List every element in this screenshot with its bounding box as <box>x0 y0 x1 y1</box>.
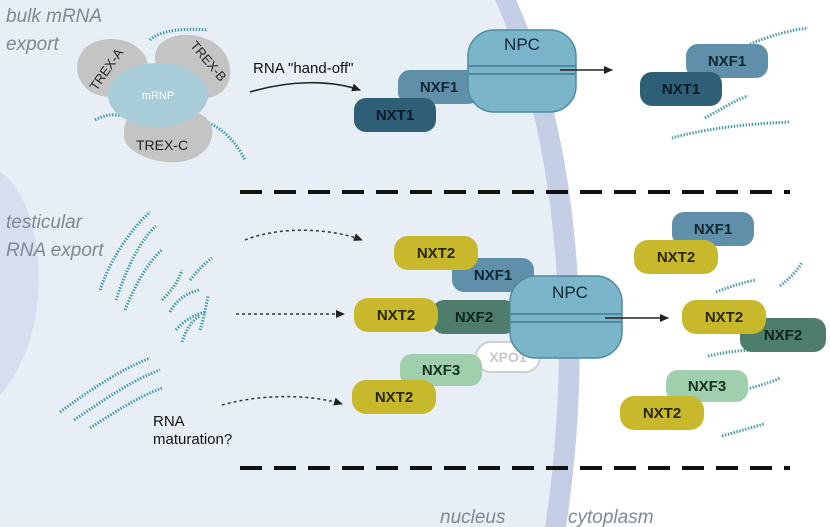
nxf2-protein <box>432 300 516 334</box>
transport-arrow-nxf1 <box>244 229 363 241</box>
rna-strand <box>188 256 213 281</box>
rna-strand <box>59 356 151 414</box>
npc-label: NPC <box>504 35 540 54</box>
rna-strand <box>721 422 765 438</box>
mrnp-core <box>108 63 208 127</box>
trex-complex: mRNP TREX-A TREX-B TREX-C <box>77 27 247 163</box>
rna-strand <box>114 224 158 301</box>
maturation-label: RNA maturation? <box>153 413 232 448</box>
handoff-arrow <box>249 81 361 93</box>
nuclear-envelope <box>495 0 580 527</box>
nxt2-label: NXT2 <box>657 249 695 266</box>
rna-strand <box>98 210 152 291</box>
nxt2-protein <box>352 380 436 414</box>
nxf3-label: NXF3 <box>688 378 726 395</box>
rna-strand <box>199 118 247 161</box>
rna-strand <box>89 386 163 430</box>
cytoplasm-heterodimers: NXF1 NXT2 NXF2 NXT2 NXF3 NXT2 <box>620 212 826 438</box>
testicular-export-label: testicular RNA export <box>6 212 104 261</box>
nxf3-protein <box>666 370 748 402</box>
top-npc-group: NXF1 NXT1 NPC <box>354 29 613 132</box>
nxf1-label: NXF1 <box>694 221 732 238</box>
nxt1-protein <box>640 72 722 106</box>
nxt2-label: NXT2 <box>375 389 413 406</box>
nxf3-protein <box>400 354 482 386</box>
nxt2-label: NXT2 <box>417 245 455 262</box>
transport-arrow-nxf3 <box>221 395 343 406</box>
nxf3-label: NXF3 <box>422 362 460 379</box>
nucleolus-region <box>0 172 39 395</box>
nxt1-label: NXT1 <box>376 107 414 124</box>
nxf1-protein <box>686 44 768 78</box>
bulk-export-label: bulk mRNA export <box>6 6 107 55</box>
nxt2-label: NXT2 <box>643 405 681 422</box>
nxf1-protein <box>398 70 480 104</box>
rna-strand <box>160 269 184 302</box>
nxt1-label: NXT1 <box>662 81 700 98</box>
npc-pore <box>509 275 623 359</box>
rna-strand <box>779 261 804 288</box>
nxt2-protein <box>620 396 704 430</box>
nxt2-label: NXT2 <box>705 309 743 326</box>
nxf1-label: NXF1 <box>708 53 746 70</box>
nucleus-label: nucleus <box>440 507 506 527</box>
rna-strand <box>174 310 207 331</box>
nxf2-label: NXF2 <box>455 309 493 326</box>
mrnp-label: mRNP <box>142 90 174 102</box>
nxt2-protein <box>682 300 766 334</box>
nxt2-protein <box>354 298 438 332</box>
rna-strand <box>715 278 757 294</box>
trex-c-label: TREX-C <box>136 137 188 153</box>
handoff-label: RNA "hand-off" <box>253 60 353 77</box>
cytoplasm-label: cytoplasm <box>568 507 654 527</box>
nxf1-label: NXF1 <box>420 79 458 96</box>
xpo1-label: XPO1 <box>489 349 527 365</box>
rna-strand <box>671 120 791 140</box>
rna-strand <box>180 314 201 343</box>
nxt2-protein <box>634 240 718 274</box>
nxt1-protein <box>354 98 436 132</box>
testicular-rnas <box>59 210 213 430</box>
top-cytoplasm-receptors: NXF1 NXT1 <box>640 26 809 140</box>
rna-strand <box>148 27 209 42</box>
npc-label: NPC <box>552 283 588 302</box>
nxf2-label: NXF2 <box>764 327 802 344</box>
rna-strand <box>123 248 163 311</box>
rna-strand <box>73 368 161 422</box>
nxf1-protein <box>672 212 754 246</box>
npc-pore <box>467 29 577 113</box>
nuclear-heterodimers: NXF1 NXT2 NXF2 NXT2 XPO1 NXF3 NXT2 <box>352 236 541 414</box>
bottom-npc-group: NPC <box>509 275 669 359</box>
nxf1-label: NXF1 <box>474 267 512 284</box>
rna-strand <box>704 94 749 120</box>
rna-strand <box>168 288 201 313</box>
nxt2-label: NXT2 <box>377 307 415 324</box>
nxt2-protein <box>394 236 478 270</box>
rna-strand <box>198 295 210 331</box>
